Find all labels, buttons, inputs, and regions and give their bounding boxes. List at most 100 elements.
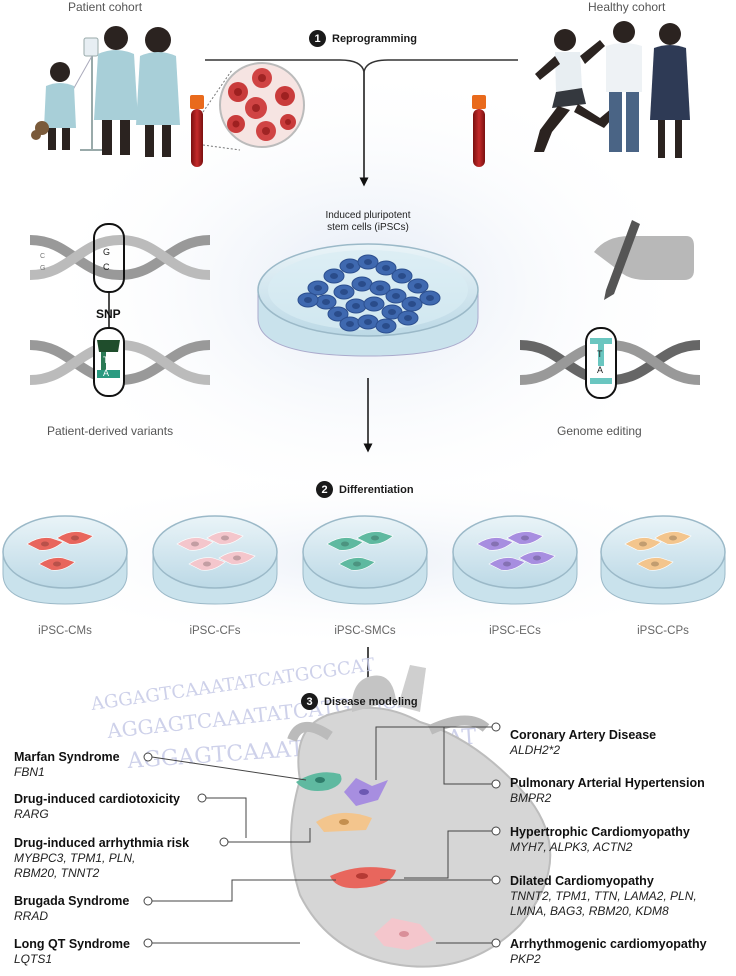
ipsc-nucleus (364, 259, 372, 265)
dna-letter: G (40, 265, 45, 272)
ipsc-cell-cluster (297, 254, 441, 334)
ipsc-nucleus (334, 311, 342, 317)
disease-genes: RRAD (14, 909, 49, 923)
snp-label: SNP (96, 307, 121, 321)
disease-cardiotoxicity: Drug-induced cardiotoxicity RARG (14, 792, 180, 822)
disease-genes: LQTS1 (14, 952, 53, 966)
differentiated-cell (338, 557, 376, 571)
step-2: 2 Differentiation (316, 481, 414, 498)
step-number: 1 (309, 30, 326, 47)
differentiated-cell (56, 531, 94, 545)
disease-long-qt: Long QT Syndrome LQTS1 (14, 937, 130, 967)
ipsc-nucleus (426, 295, 434, 301)
cell-type-label: iPSC-CFs (189, 625, 241, 637)
pen-hand-icon (594, 220, 694, 300)
disease-name: Dilated Cardiomyopathy (510, 874, 654, 888)
dna-letter: C (40, 253, 45, 260)
ipsc-nucleus (340, 289, 348, 295)
ipsc-nucleus (322, 299, 330, 305)
ipsc-nucleus (370, 301, 378, 307)
disease-name: Brugada Syndrome (14, 894, 130, 908)
step-title: Differentiation (339, 483, 414, 496)
cell-dish (452, 515, 578, 605)
dna-letter: A (597, 365, 603, 375)
ipsc-label: Induced pluripotent stem cells (iPSCs) (300, 210, 436, 234)
ipsc-nucleus (364, 319, 372, 325)
heart-cells (296, 772, 434, 950)
disease-dcm: Dilated Cardiomyopathy TNNT2, TPM1, TTN,… (510, 874, 697, 919)
patient-variants-label: Patient-derived variants (47, 424, 174, 438)
patient-cohort-label: Patient cohort (68, 0, 143, 14)
disease-hcm: Hypertrophic Cardiomyopathy MYH7, ALPK3,… (510, 825, 690, 855)
patient-figures (31, 26, 180, 157)
disease-name: Coronary Artery Disease (510, 728, 657, 742)
disease-name: Arrhythmogenic cardiomyopathy (510, 937, 707, 951)
disease-genes: FBN1 (14, 765, 45, 779)
healthy-figures (534, 21, 690, 158)
cell-type-label: iPSC-CMs (38, 625, 92, 637)
dna-letter: T (597, 349, 603, 359)
disease-pah: Pulmonary Arterial Hypertension BMPR2 (510, 776, 705, 806)
step-title: Disease modeling (324, 695, 418, 708)
ipsc-nucleus (330, 273, 338, 279)
disease-marfan: Marfan Syndrome FBN1 (14, 750, 120, 780)
leader-lines-right (375, 722, 501, 948)
ipsc-nucleus (408, 301, 416, 307)
cell-dish (600, 515, 726, 605)
ipsc-nucleus (376, 285, 384, 291)
cell-dish (152, 515, 278, 605)
ipsc-nucleus (382, 265, 390, 271)
step-1: 1 Reprogramming (309, 30, 417, 47)
step-number: 2 (316, 481, 333, 498)
ipsc-nucleus (358, 281, 366, 287)
disease-coronary: Coronary Artery Disease ALDH2*2 (510, 728, 656, 758)
differentiated-cell (624, 537, 662, 551)
genome-editing-dna (519, 327, 701, 399)
differentiated-cell (206, 531, 244, 545)
disease-name: Marfan Syndrome (14, 750, 120, 764)
genome-editing-label: Genome editing (557, 424, 642, 438)
differentiated-cell (218, 551, 256, 565)
differentiated-cell (176, 537, 214, 551)
differentiated-cell (476, 537, 514, 551)
ipsc-nucleus (314, 285, 322, 291)
ipsc-nucleus (346, 263, 354, 269)
differentiated-cell (654, 531, 692, 545)
ipsc-label-line: Induced pluripotent (325, 210, 411, 221)
disease-name: Pulmonary Arterial Hypertension (510, 776, 705, 790)
differentiated-cell (38, 557, 76, 571)
dna-letter: G (103, 247, 110, 257)
step-3: 3 Disease modeling (301, 693, 418, 710)
step-number: 3 (301, 693, 318, 710)
differentiated-cell (636, 557, 674, 571)
disease-genes: ALDH2*2 (510, 743, 561, 757)
cell-dish (302, 515, 428, 605)
ipsc-nucleus (388, 309, 396, 315)
disease-genes: PKP2 (510, 952, 541, 966)
leader-lines-left (143, 752, 336, 948)
differentiated-cell (488, 557, 526, 571)
differentiated-cell (356, 531, 394, 545)
blood-cell-magnifier (202, 62, 305, 151)
healthy-blood-tube (472, 95, 486, 167)
cell-type-label: iPSC-CPs (637, 625, 689, 637)
patient-blood-tube (190, 95, 204, 167)
differentiated-cell (26, 537, 64, 551)
disease-brugada: Brugada Syndrome RRAD (14, 894, 129, 924)
ipsc-label-line: stem cells (iPSCs) (327, 222, 409, 233)
ipsc-nucleus (414, 283, 422, 289)
cell-type-label: iPSC-SMCs (334, 625, 396, 637)
ipsc-nucleus (346, 321, 354, 327)
differentiated-cell (506, 531, 544, 545)
dna-letter: T (103, 355, 109, 365)
ipsc-nucleus (304, 297, 312, 303)
snp-dna-bottom (29, 327, 211, 397)
disease-genes: BMPR2 (510, 791, 552, 805)
dna-letter: C (103, 262, 110, 272)
ipsc-nucleus (398, 273, 406, 279)
disease-genes: MYBPC3, TPM1, PLN, RBM20, TNNT2 (14, 851, 136, 880)
disease-name: Long QT Syndrome (14, 937, 130, 951)
ipsc-nucleus (382, 323, 390, 329)
